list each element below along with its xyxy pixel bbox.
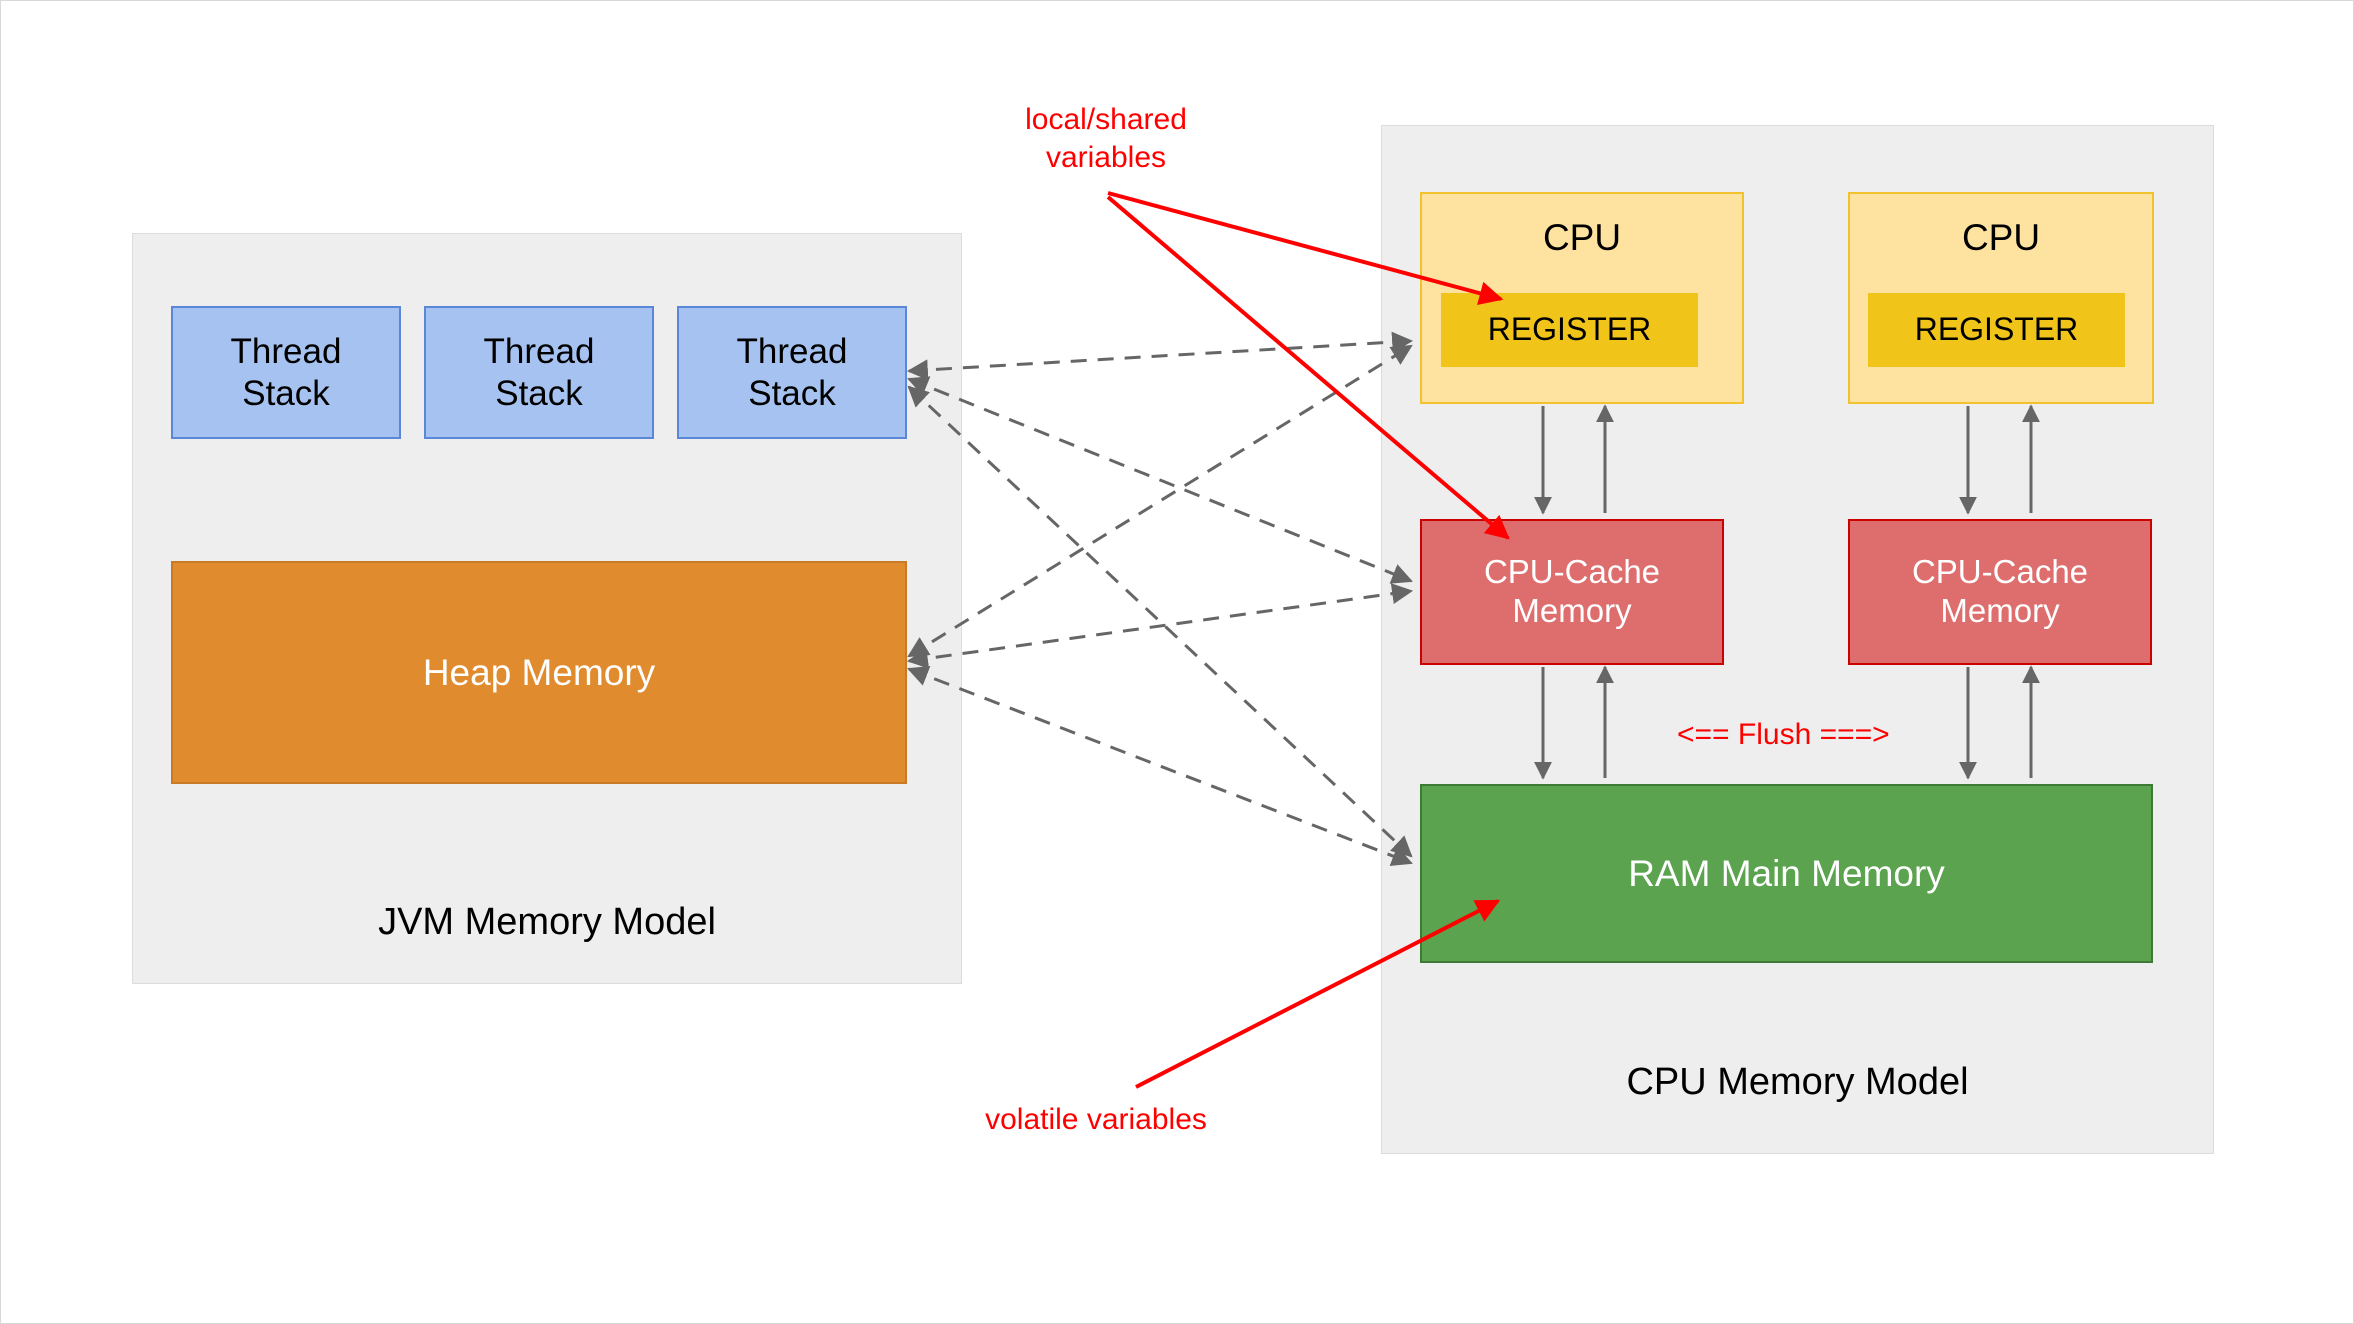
dashed-link-threadstack-register <box>906 331 1414 381</box>
flush-label: <== Flush ===> <box>1677 718 1890 751</box>
register-label-1: REGISTER <box>1487 311 1652 348</box>
ram-main-memory-label: RAM Main Memory <box>1628 852 1945 894</box>
jvm-memory-model-title: JVM Memory Model <box>378 901 716 943</box>
dashed-link-heap-ram <box>907 666 1413 866</box>
dashed-link-threadstack-cache <box>907 376 1413 584</box>
dashed-link-threadstack-ram <box>907 385 1413 858</box>
cpu-memory-model-title: CPU Memory Model <box>1626 1061 1969 1103</box>
heap-memory-box[interactable]: Heap Memory <box>171 561 907 784</box>
cpu-label-2: CPU <box>1961 217 2041 258</box>
register-box-1[interactable]: REGISTER <box>1441 293 1698 367</box>
heap-memory-label: Heap Memory <box>422 651 656 693</box>
dashed-link-heap-register <box>907 344 1413 658</box>
register-box-2[interactable]: REGISTER <box>1868 293 2125 367</box>
dashed-link-heap-cache <box>906 583 1414 669</box>
ram-main-memory-box[interactable]: RAM Main Memory <box>1420 784 2153 963</box>
volatile-variables-annotation: volatile variables <box>985 1103 1207 1136</box>
cpu-label-1: CPU <box>1542 217 1622 258</box>
register-label-2: REGISTER <box>1914 311 2079 348</box>
